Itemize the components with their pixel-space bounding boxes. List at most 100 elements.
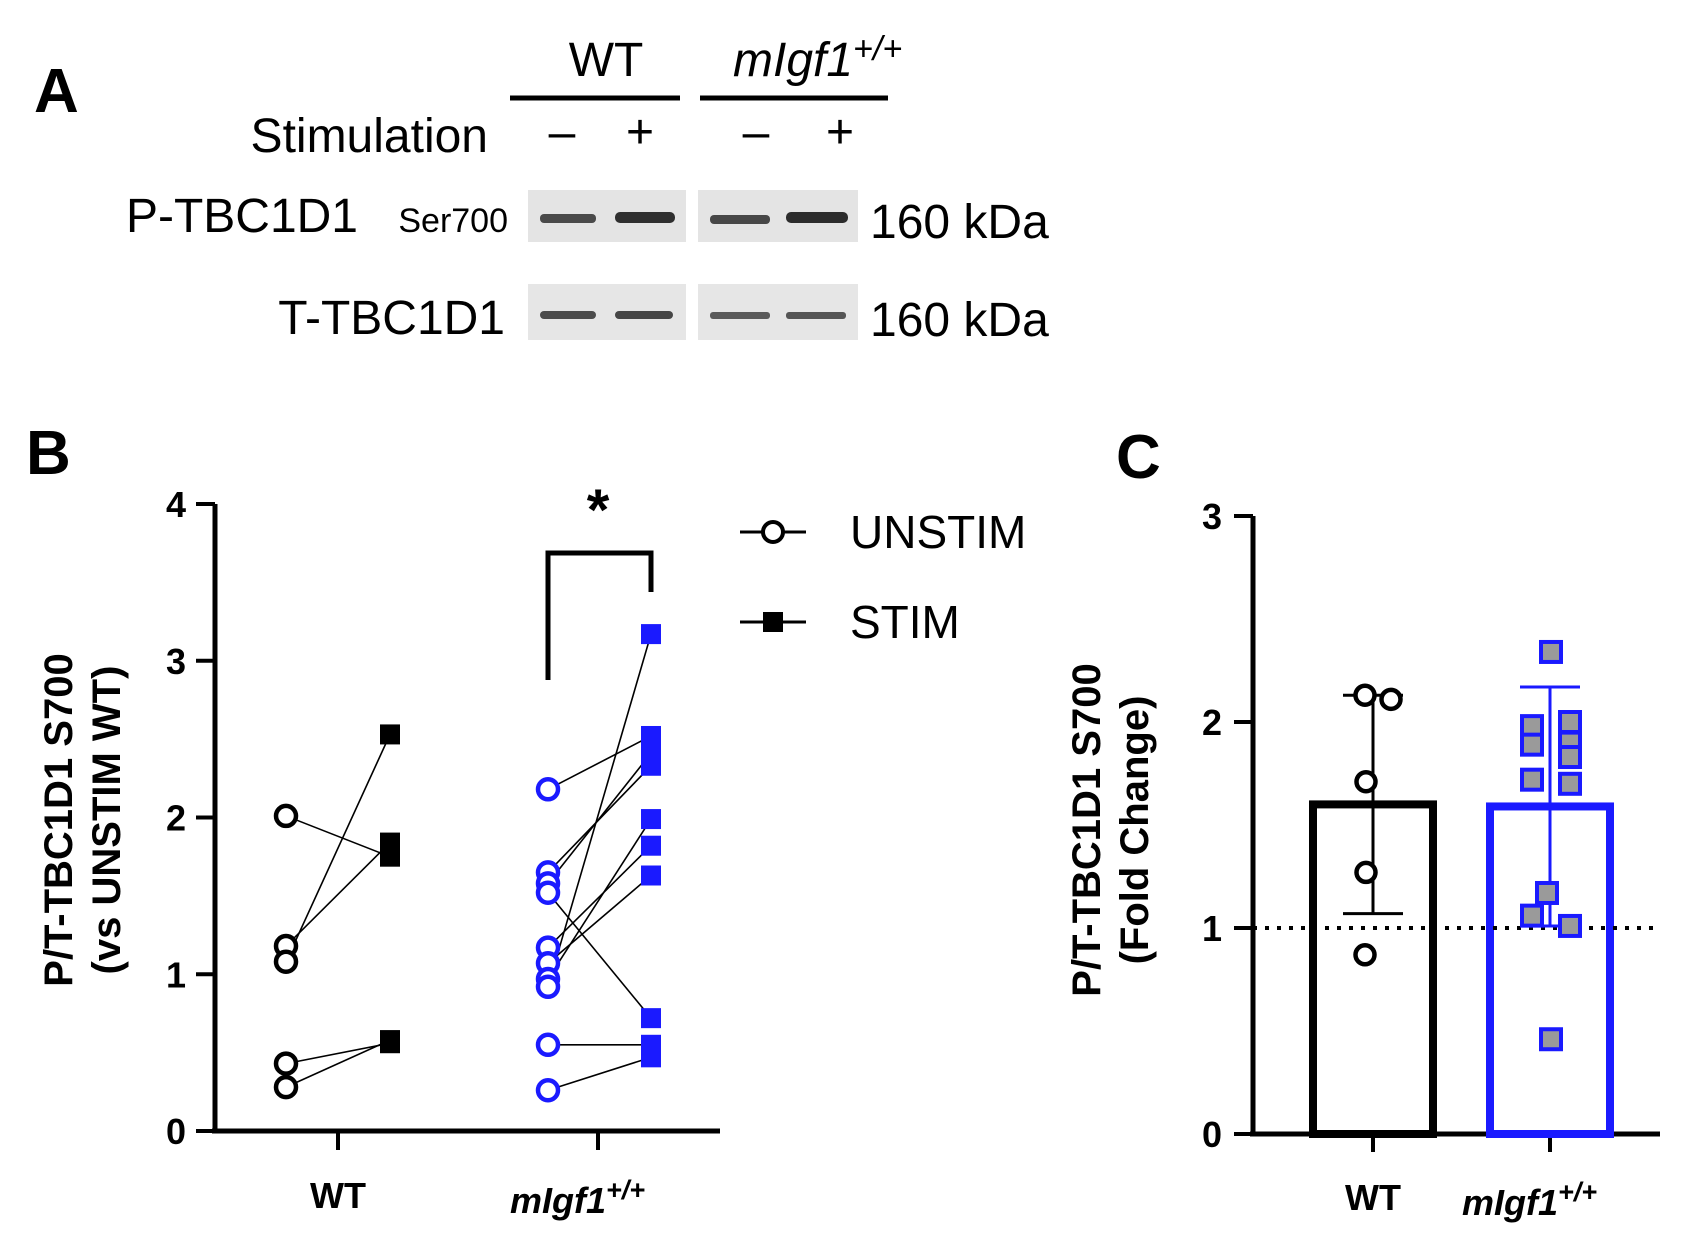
stim-point <box>380 724 400 745</box>
blot-band <box>615 212 675 223</box>
pair-line <box>285 815 391 858</box>
blot-band <box>540 311 596 319</box>
panel-b: B P/T-TBC1D1 S700 (vs UNSTIM WT) 0 1 2 3 4 W… <box>26 419 1026 1221</box>
pair-line <box>285 734 391 963</box>
panel-b-ylabel-line1: P/T-TBC1D1 S700 <box>37 653 81 986</box>
lane-sign: – <box>549 106 576 159</box>
unstim-point <box>535 1077 561 1103</box>
stim-point <box>641 725 661 746</box>
lane-sign: + <box>826 106 854 159</box>
y-tick-label: 0 <box>166 1111 186 1152</box>
migf1-point <box>1520 767 1544 792</box>
p-tbc1d1-label: P-TBC1D1 <box>126 190 358 243</box>
unstim-point <box>273 1051 299 1076</box>
y-tick-label: 3 <box>166 641 186 682</box>
pair-line <box>285 1042 391 1065</box>
y-tick-label: 1 <box>166 954 186 995</box>
panel-a-letter: A <box>34 57 79 126</box>
panel-c-ylabel-line2: (Fold Change) <box>1113 696 1157 965</box>
unstim-point <box>273 949 299 974</box>
migf1-point <box>1520 732 1544 757</box>
blot-band <box>615 311 673 319</box>
migf1-point <box>1558 745 1582 770</box>
migf1-point <box>1558 771 1582 796</box>
wt-point <box>1354 769 1378 794</box>
panel-b-pair-lines <box>285 633 652 1092</box>
panel-c-y-ticks: 0 1 2 3 <box>1202 496 1253 1155</box>
wt-point <box>1353 683 1377 707</box>
y-tick-label: 3 <box>1202 496 1222 537</box>
stim-point <box>641 624 661 645</box>
unstim-point <box>273 1074 299 1100</box>
panel-c-x-label-wt: WT <box>1345 1177 1401 1218</box>
stim-point <box>641 1047 661 1068</box>
pair-line <box>547 735 652 790</box>
unstim-point <box>535 777 561 802</box>
significance-marker: * <box>587 478 610 543</box>
panel-b-y-ticks: 0 1 2 3 4 <box>166 484 215 1152</box>
unstim-point <box>535 974 561 1000</box>
pair-line <box>547 633 652 988</box>
blot-band <box>786 312 846 319</box>
panel-c-x-label-migf1: mIgf1+/+ <box>1462 1177 1597 1223</box>
legend-unstim-marker <box>761 520 785 544</box>
unstim-point <box>535 1032 561 1058</box>
p-site-label: Ser700 <box>398 202 508 240</box>
blot-group-wt-label: WT <box>569 34 644 87</box>
blot-band <box>540 214 596 223</box>
y-tick-label: 4 <box>166 484 186 525</box>
legend-unstim-label: UNSTIM <box>850 506 1026 558</box>
wt-point <box>1379 687 1403 712</box>
migf1-point <box>1539 1027 1563 1052</box>
significance-bracket <box>545 550 654 680</box>
pair-line <box>547 892 652 1019</box>
migf1-point <box>1535 880 1559 905</box>
y-tick-label: 2 <box>166 798 186 839</box>
panel-b-points <box>273 624 661 1103</box>
stim-point <box>641 1008 661 1029</box>
unstim-point <box>535 880 561 905</box>
wt-point <box>1353 943 1377 967</box>
stim-point <box>380 832 400 853</box>
migf1-point <box>1558 913 1582 938</box>
blot-band <box>710 312 770 319</box>
unstim-point <box>273 803 299 829</box>
legend-stim-label: STIM <box>850 596 960 648</box>
panel-a: A WT mIgf1+/+ Stimulation – + – + P-TBC1… <box>34 30 1049 347</box>
blot-band <box>710 215 770 224</box>
pair-line <box>547 752 652 884</box>
migf1-point <box>1539 639 1563 664</box>
panel-b-letter: B <box>26 419 71 488</box>
lane-sign: + <box>626 106 654 159</box>
t-tbc1d1-label: T-TBC1D1 <box>278 292 505 345</box>
y-tick-label: 2 <box>1202 702 1222 743</box>
panel-c-letter: C <box>1116 423 1161 492</box>
y-tick-label: 1 <box>1202 908 1222 949</box>
legend-stim-marker <box>763 612 783 632</box>
panel-b-legend: UNSTIM STIM <box>740 506 1026 648</box>
stim-point <box>641 865 661 886</box>
pair-line <box>547 874 652 964</box>
pair-line <box>285 842 391 947</box>
stim-point <box>641 835 661 856</box>
lane-sign: – <box>743 106 770 159</box>
migf1-point <box>1520 903 1544 928</box>
stim-point <box>641 755 661 776</box>
migf1-point <box>1558 710 1582 734</box>
panel-b-ylabel-line2: (vs UNSTIM WT) <box>85 666 129 975</box>
blot-band <box>786 212 848 223</box>
wt-point <box>1354 860 1378 885</box>
panel-c-bars <box>1309 800 1614 1139</box>
pair-line <box>547 1056 652 1092</box>
pair-line <box>285 1039 391 1088</box>
y-tick-label: 0 <box>1202 1114 1222 1155</box>
stimulation-label: Stimulation <box>251 110 488 163</box>
stim-point <box>641 809 661 830</box>
pair-line <box>547 818 652 980</box>
panel-c-points <box>1353 639 1582 1052</box>
stim-point <box>380 1030 400 1051</box>
t-mw-label: 160 kDa <box>870 294 1049 347</box>
panel-b-x-label-wt: WT <box>310 1175 366 1216</box>
